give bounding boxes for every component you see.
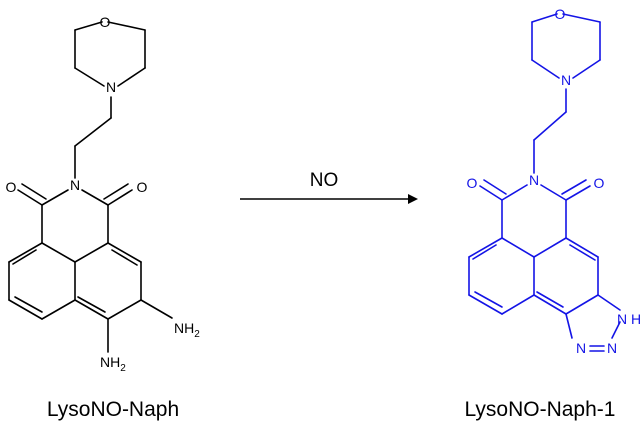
reactant-morpholine-nitrogen: N xyxy=(106,79,116,95)
product-carbonyl-oxygen-right: O xyxy=(594,175,605,191)
reagent-label: NO xyxy=(310,170,339,191)
product-atom-labels: O N N O O H N N N xyxy=(467,6,642,356)
reactant-amine-bottom: NH2 xyxy=(100,354,126,374)
reactant-carbonyl-oxygen-left: O xyxy=(6,179,17,195)
reactant-structure xyxy=(8,21,173,353)
product-carbonyl-oxygen-left: O xyxy=(467,175,478,191)
product-triazole-nh-n: N xyxy=(617,311,627,327)
reactant-carbonyl-oxygen-right: O xyxy=(137,179,148,195)
product-structure xyxy=(468,13,621,352)
reaction-arrow xyxy=(240,194,418,204)
reactant-morpholine-oxygen: O xyxy=(100,14,111,30)
product-triazole-n-right: N xyxy=(607,340,617,356)
reactant-name: LysoNO-Naph xyxy=(47,398,179,421)
reactant-atom-labels: O N N O O NH2 NH2 xyxy=(6,14,201,374)
product-triazole-nh-h: H xyxy=(631,311,641,327)
product-morpholine-oxygen: O xyxy=(555,6,566,22)
reactant-amine-right: NH2 xyxy=(174,320,200,340)
product-name: LysoNO-Naph-1 xyxy=(465,398,616,421)
product-imide-nitrogen: N xyxy=(529,172,539,188)
product-triazole-n-left: N xyxy=(576,340,586,356)
product-morpholine-nitrogen: N xyxy=(561,72,571,88)
reactant-imide-nitrogen: N xyxy=(70,177,80,193)
